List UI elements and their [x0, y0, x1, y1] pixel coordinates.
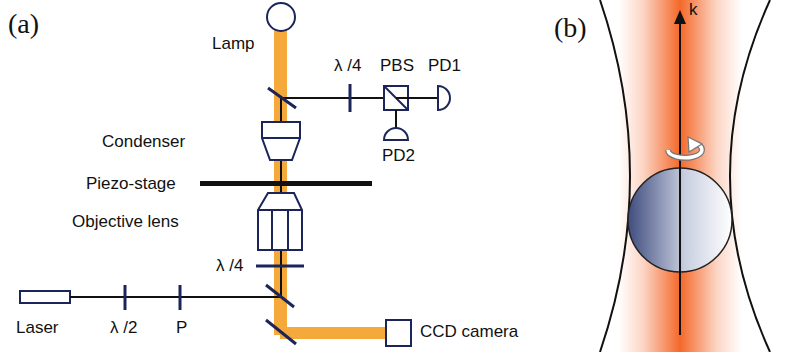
component-label: Piezo-stage: [86, 174, 176, 194]
lamp-beam: [280, 327, 386, 339]
laser-path: [70, 296, 281, 298]
component-label: λ /4: [216, 256, 243, 276]
laser-path: [281, 97, 438, 99]
trap-beam: [618, 0, 742, 352]
rotation-arrow: [688, 137, 702, 152]
component-label: Laser: [16, 318, 59, 338]
laser-source: [20, 291, 70, 303]
panel-label: (b): [554, 12, 587, 44]
component-label: CCD camera: [420, 322, 518, 342]
beam-waist: [600, 0, 630, 352]
component-label: Condenser: [102, 132, 185, 152]
photodiode: [438, 86, 450, 110]
component-label: λ /4: [334, 56, 361, 76]
piezo-stage: [200, 181, 372, 186]
component-label: PBS: [380, 56, 414, 76]
lamp-symbol: [267, 3, 295, 31]
condenser-lens: [262, 122, 300, 160]
objective-lens: [271, 210, 273, 250]
vector-label: k: [689, 0, 698, 20]
waveplate: [349, 84, 352, 112]
waveplate: [124, 285, 127, 310]
panel-label: (a): [8, 8, 39, 40]
beam-waist: [730, 0, 770, 352]
waveplate: [256, 265, 304, 268]
mirror: [268, 88, 296, 108]
objective-lens: [258, 193, 302, 250]
component-label: PD2: [382, 146, 415, 166]
ccd-camera: [386, 320, 411, 346]
polarizer: [179, 285, 182, 310]
photodiode: [384, 128, 408, 140]
objective-lens: [287, 210, 289, 250]
component-label: Objective lens: [72, 212, 179, 232]
component-label: PD1: [428, 56, 461, 76]
k-vector: [674, 10, 686, 24]
component-label: P: [176, 318, 187, 338]
k-vector: [679, 22, 681, 335]
condenser-lens: [262, 137, 300, 139]
mirror: [266, 320, 296, 344]
dichroic-mirror: [266, 285, 294, 307]
component-label: Lamp: [212, 34, 255, 54]
objective-lens: [258, 209, 302, 211]
component-label: λ /2: [110, 318, 137, 338]
laser-path: [396, 97, 438, 99]
